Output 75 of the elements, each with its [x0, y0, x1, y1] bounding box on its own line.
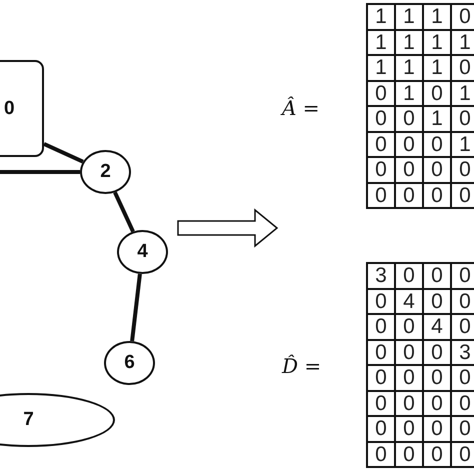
matrix-entry: 0 [396, 392, 422, 415]
connector-line [113, 192, 135, 232]
matrix-entry: 0 [396, 132, 422, 156]
matrix-symbol: Â = [282, 96, 320, 120]
matrix-entry: 1 [452, 82, 474, 105]
connector-line [130, 274, 142, 342]
matrix-entry: 0 [396, 340, 422, 364]
matrix-entry: 0 [424, 184, 450, 207]
matrix-entry: 1 [424, 30, 450, 54]
matrix-entry: 0 [424, 392, 450, 415]
circle-node: 2 [80, 150, 131, 194]
matrix-entry: 0 [396, 366, 422, 390]
circle-node: 4 [117, 230, 168, 274]
matrix-entry: 0 [452, 5, 474, 28]
matrix-entry: 0 [396, 417, 422, 440]
matrix-entry: 4 [424, 315, 450, 338]
matrix-entry: 0 [424, 366, 450, 390]
matrix-entry: 0 [424, 82, 450, 105]
ellipse-node: 7 [0, 393, 115, 447]
matrix-entry: 0 [452, 366, 474, 390]
matrix-entry: 0 [368, 132, 394, 156]
matrix-entry: 0 [368, 107, 394, 130]
matrix-entry: 0 [452, 184, 474, 207]
matrix-entry: 0 [452, 417, 474, 440]
matrix-entry: 0 [452, 442, 474, 466]
matrix-entry: 0 [452, 107, 474, 130]
matrix-entry: 1 [452, 30, 474, 54]
matrix-entry: 0 [424, 132, 450, 156]
matrix-entry: 1 [424, 107, 450, 130]
matrix-entry: 0 [368, 184, 394, 207]
matrix-entry: 0 [424, 264, 450, 288]
matrix-entry: 1 [424, 56, 450, 80]
rounded-box-node: 0 [0, 60, 44, 157]
matrix-entry: 1 [396, 82, 422, 105]
matrix-entry: 0 [368, 340, 394, 364]
matrix-entry: 0 [396, 107, 422, 130]
matrix-symbol: D̂ = [282, 354, 322, 378]
matrix-entry: 1 [368, 30, 394, 54]
matrix-entry: 0 [368, 82, 394, 105]
matrix-entry: 0 [452, 56, 474, 80]
matrix-entry: 0 [396, 442, 422, 466]
matrix-entry: 3 [452, 340, 474, 364]
matrix-entry: 1 [452, 132, 474, 156]
matrix-entry: 0 [424, 442, 450, 466]
matrix-entry: 0 [424, 417, 450, 440]
matrix-entry: 1 [396, 56, 422, 80]
matrix-entry: 0 [368, 392, 394, 415]
matrix-entry: 0 [368, 417, 394, 440]
matrix-entry: 0 [368, 315, 394, 338]
matrix-entry: 0 [452, 158, 474, 182]
matrix-entry: 0 [368, 442, 394, 466]
matrix-entry: 0 [396, 158, 422, 182]
connector-line [43, 142, 84, 164]
connector-line [0, 170, 80, 174]
matrix-entry: 4 [396, 290, 422, 313]
matrix-entry: 1 [424, 5, 450, 28]
matrix-entry: 0 [368, 366, 394, 390]
matrix-entry: 0 [368, 290, 394, 313]
matrix-entry: 0 [368, 158, 394, 182]
matrix-entry: 3 [368, 264, 394, 288]
matrix-entry: 0 [424, 290, 450, 313]
matrix-entry: 0 [424, 158, 450, 182]
matrix-entry: 1 [368, 5, 394, 28]
circle-node: 6 [104, 341, 155, 385]
matrix-entry: 1 [368, 56, 394, 80]
matrix-entry: 0 [396, 315, 422, 338]
matrix-entry: 0 [396, 184, 422, 207]
matrix-entry: 0 [452, 290, 474, 313]
matrix-entry: 0 [452, 315, 474, 338]
matrix-entry: 1 [396, 5, 422, 28]
matrix-entry: 0 [452, 392, 474, 415]
matrix-entry: 0 [452, 264, 474, 288]
matrix-entry: 0 [396, 264, 422, 288]
matrix-entry: 0 [424, 340, 450, 364]
matrix-entry: 1 [396, 30, 422, 54]
